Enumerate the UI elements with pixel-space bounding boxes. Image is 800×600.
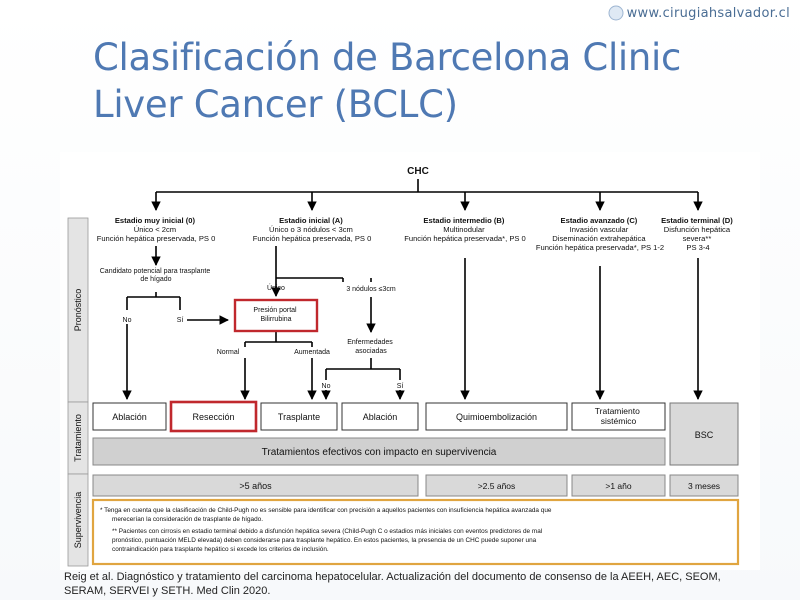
presion-portal-label: Presión portal Bilirrubina — [253, 307, 298, 323]
stage-d-header: Estadio terminal (D) Disfunción hepática… — [661, 216, 735, 252]
note-line-2: merecerían la consideración de trasplant… — [112, 516, 263, 523]
citation: Reig et al. Diagnóstico y tratamiento de… — [64, 570, 784, 598]
survival-1-box — [92, 474, 419, 497]
flow-labels: Candidato potencial para trasplante de h… — [100, 268, 404, 390]
stage-a-header: Estadio inicial (A) Único o 3 nódulos < … — [253, 216, 372, 243]
stage-headers: Estadio muy inicial (0) Único < 2cm Func… — [97, 216, 735, 252]
si2-label: Sí — [397, 383, 404, 390]
bsc-box — [669, 402, 739, 466]
no-label: No — [123, 317, 132, 324]
survival-1-label: >5 años — [239, 481, 272, 491]
site-url-text: www.cirugiahsalvador.cl — [626, 6, 790, 21]
stage-c-header: Estadio avanzado (C) Invasión vascular D… — [536, 216, 664, 252]
note-line-4: pronóstico, puntuación MELD elevada) deb… — [112, 537, 537, 544]
quimio-box — [425, 402, 568, 431]
aumentada-label: Aumentada — [294, 349, 330, 356]
si-label: Sí — [177, 317, 184, 324]
connector-lines — [122, 179, 703, 400]
effective-banner — [92, 437, 666, 466]
treatment-row: Ablación Resección Trasplante Ablación Q… — [92, 400, 739, 466]
survival-2-box — [425, 474, 568, 497]
survival-4-label: 3 meses — [688, 481, 720, 491]
page-title: Clasificación de Barcelona Clinic Liver … — [93, 34, 681, 128]
notes-text: * Tenga en cuenta que la clasificación d… — [100, 507, 552, 553]
trasplante-label: Trasplante — [278, 412, 320, 422]
candidate-label: Candidato potencial para trasplante de h… — [100, 268, 212, 283]
supervivencia-bar — [67, 473, 89, 567]
normal-label: Normal — [217, 349, 240, 356]
reseccion-label: Resección — [192, 412, 234, 422]
site-logo-icon — [608, 5, 624, 21]
ablacion-label: Ablación — [112, 412, 147, 422]
stage-b-header: Estadio intermedio (B) Multinodular Func… — [404, 216, 526, 243]
survival-4-box — [669, 474, 739, 497]
ablacion2-box — [341, 402, 419, 431]
pronostico-label: Pronóstico — [73, 289, 83, 332]
citation-line-2: SERAM, SERVEI y SETH. Med Clin 2020. — [64, 585, 271, 597]
effective-banner-text: Tratamientos efectivos con impacto en su… — [262, 447, 497, 458]
survival-3-box — [571, 474, 666, 497]
presion-portal-box — [233, 298, 319, 333]
supervivencia-label: Supervivencia — [73, 492, 83, 549]
unico-label: Único — [267, 283, 285, 292]
note-line-5: contraindicación para trasplante hepátic… — [112, 546, 329, 553]
survival-row: >5 años >2.5 años >1 año 3 meses — [92, 474, 739, 497]
ablacion-box — [92, 402, 167, 431]
sistemico-box — [571, 402, 666, 431]
root-chc: CHC — [407, 166, 429, 177]
stage-0-header: Estadio muy inicial (0) Único < 2cm Func… — [97, 216, 216, 243]
ablacion2-label: Ablación — [363, 412, 398, 422]
bclc-diagram: Pronóstico Tratamiento Supervivencia CHC — [60, 152, 760, 570]
trasplante-box — [260, 402, 338, 431]
site-url[interactable]: www.cirugiahsalvador.cl — [608, 5, 790, 21]
tres-nodulos-label: 3 nódulos ≤3cm — [346, 286, 396, 293]
no2-label: No — [322, 383, 331, 390]
quimio-label: Quimioembolización — [456, 412, 537, 422]
reseccion-box — [169, 400, 258, 433]
sistemico-label: Tratamiento sistémico — [595, 406, 642, 426]
survival-2-label: >2.5 años — [478, 481, 516, 491]
tratamiento-label: Tratamiento — [73, 414, 83, 462]
survival-3-label: >1 año — [605, 481, 632, 491]
enfermedades-label: Enfermedades asociadas — [347, 339, 394, 355]
side-label-bars: Pronóstico Tratamiento Supervivencia — [67, 217, 89, 567]
bsc-label: BSC — [695, 430, 714, 440]
title-line-2: Liver Cancer (BCLC) — [93, 83, 458, 126]
note-line-1: * Tenga en cuenta que la clasificación d… — [100, 507, 552, 514]
title-line-1: Clasificación de Barcelona Clinic — [93, 36, 682, 79]
citation-line-1: Reig et al. Diagnóstico y tratamiento de… — [64, 571, 721, 583]
notes-box — [91, 498, 740, 566]
note-line-3: ** Pacientes con cirrosis en estadio ter… — [112, 528, 542, 535]
